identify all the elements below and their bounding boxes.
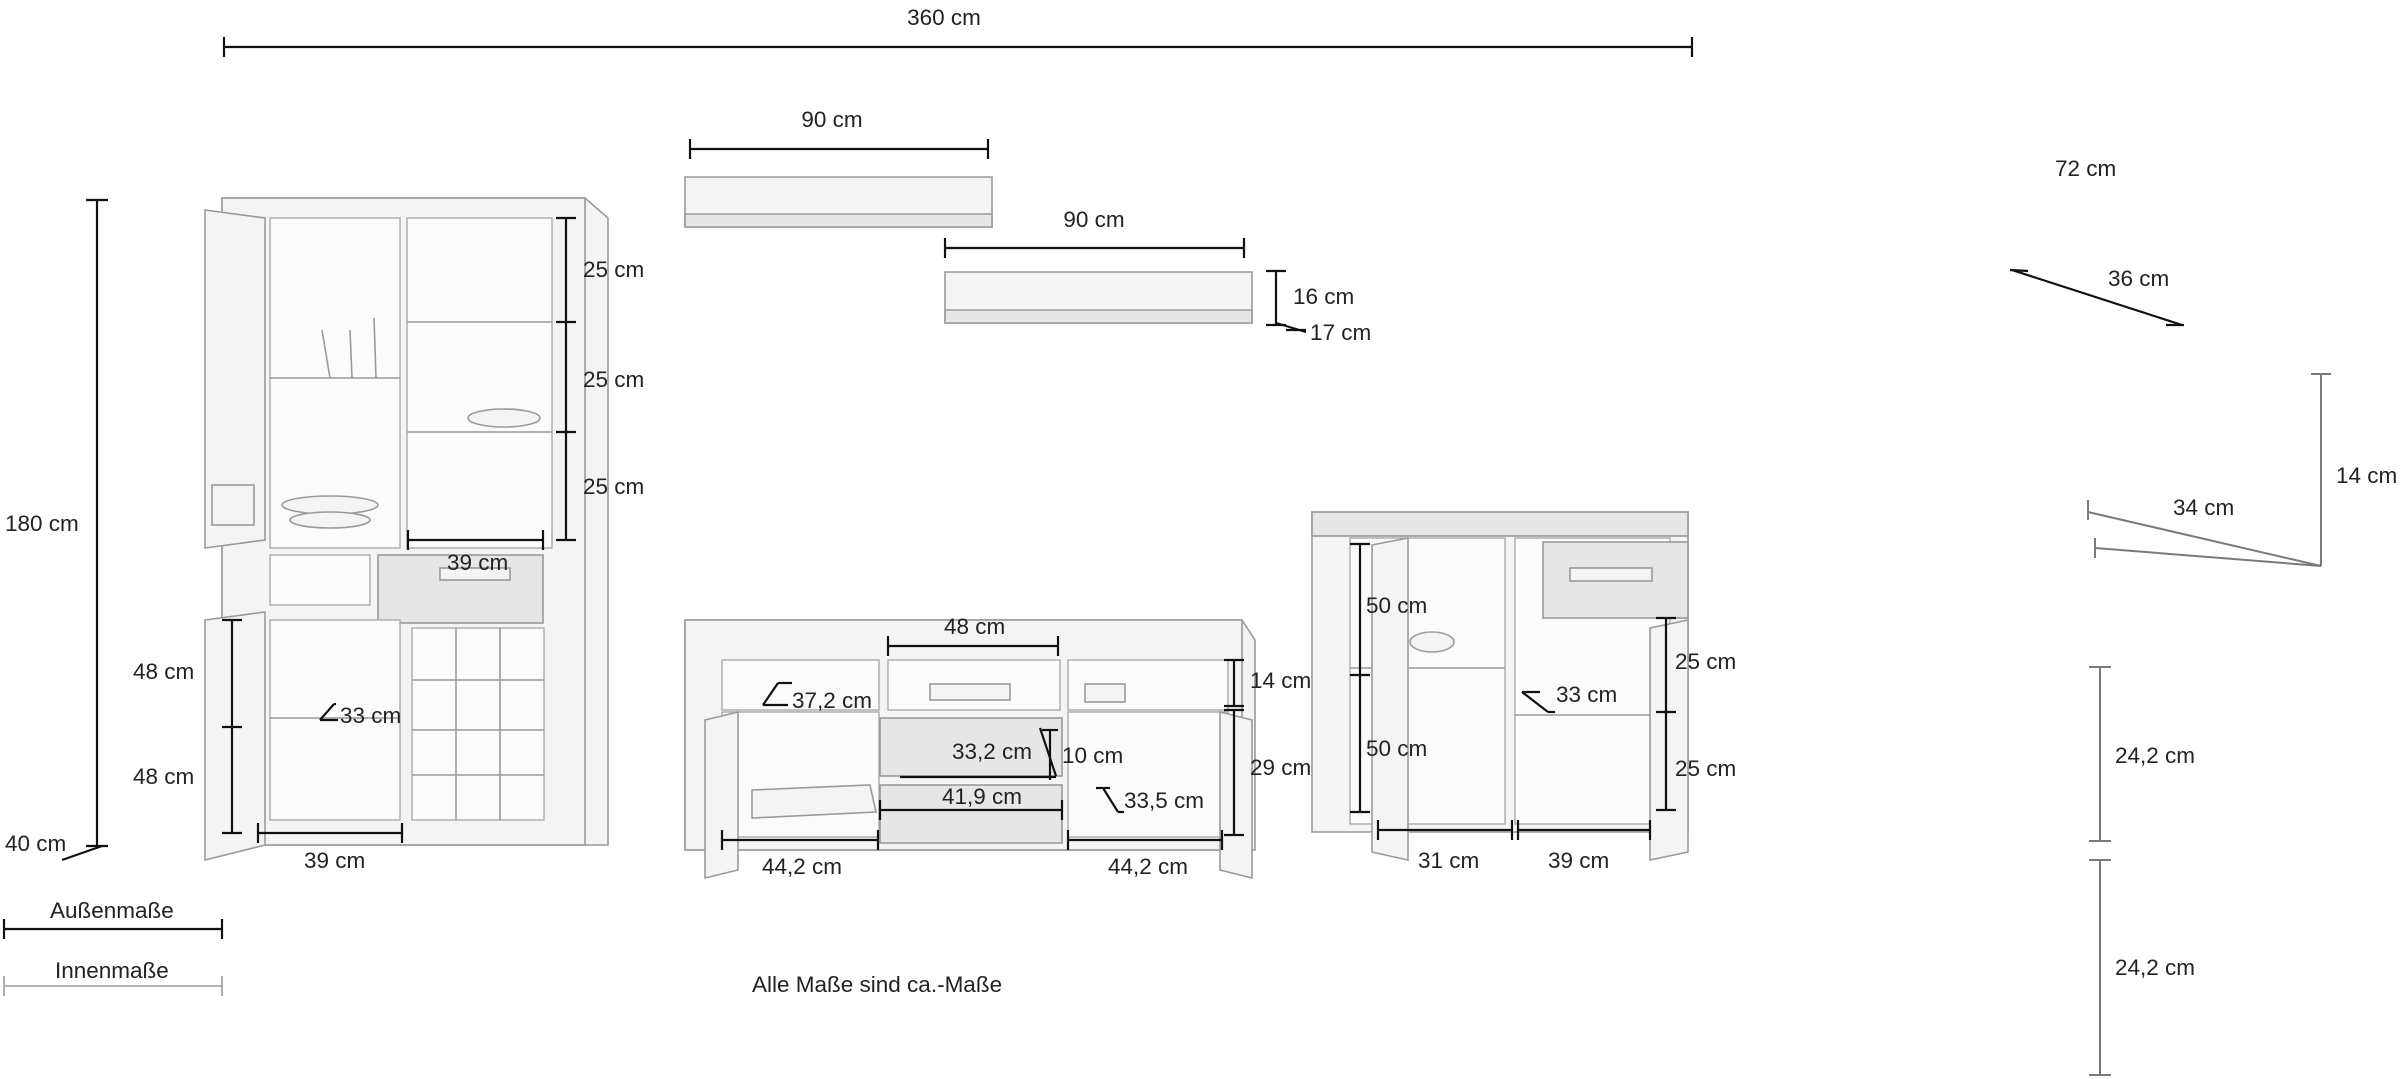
tv-top-width-label: 48 cm <box>944 614 1005 639</box>
highboard-shelf-2-label: 25 cm <box>583 367 644 392</box>
legend-inner-label: Innenmaße <box>55 958 169 983</box>
side-depth-top-label: 36 cm <box>2108 266 2169 291</box>
sideboard-right-height-1-label: 25 cm <box>1675 649 1736 674</box>
tv-right-depth-label: 33,5 cm <box>1124 788 1204 813</box>
side-height-2-label: 24,2 cm <box>2115 955 2195 980</box>
shelf-bottom-width-label: 90 cm <box>1063 207 1124 232</box>
total-width-label: 360 cm <box>907 5 981 30</box>
tv-left-width-label: 44,2 cm <box>762 854 842 879</box>
highboard-inner-depth-label: 33 cm <box>340 703 401 728</box>
tv-drawer-height-label: 10 cm <box>1062 743 1123 768</box>
highboard-shelf-3-label: 25 cm <box>583 474 644 499</box>
shelf-height-label: 16 cm <box>1293 284 1354 309</box>
highboard-illustration <box>204 197 609 862</box>
legend: Außenmaße Innenmaße <box>2 898 224 996</box>
side-height-middle-label: 14 cm <box>2336 463 2397 488</box>
tv-compartment-height-label: 14 cm <box>1250 668 1311 693</box>
shelf-depth-label: 17 cm <box>1310 320 1371 345</box>
side-height-1-label: 24,2 cm <box>2115 743 2195 768</box>
highboard-depth-label: 40 cm <box>5 831 66 856</box>
tv-cabinet-height-label: 29 cm <box>1250 755 1311 780</box>
sideboard-dimensions: 50 cm 50 cm 33 cm 25 cm 25 cm 31 cm 39 c… <box>1350 542 1736 873</box>
tv-inner-depth-label: 37,2 cm <box>792 688 872 713</box>
sideboard-inner-depth-label: 33 cm <box>1556 682 1617 707</box>
highboard-bottom-width-label: 39 cm <box>304 848 365 873</box>
side-width-label: 72 cm <box>2055 156 2116 181</box>
wall-shelves-dimensions: 90 cm 90 cm 16 cm 17 cm <box>688 107 1371 345</box>
sideboard-left-width-label: 31 cm <box>1418 848 1479 873</box>
sideboard-right-width-label: 39 cm <box>1548 848 1609 873</box>
highboard-lower-2-label: 48 cm <box>133 764 194 789</box>
highboard-drawer-width-label: 39 cm <box>447 550 508 575</box>
tv-drawer-depth-label: 33,2 cm <box>952 739 1032 764</box>
sideboard-left-height-2-label: 50 cm <box>1366 736 1427 761</box>
highboard-height-label: 180 cm <box>5 511 79 536</box>
side-depth-middle-label: 34 cm <box>2173 495 2234 520</box>
side-detail-dimensions: 72 cm 36 cm 34 cm 14 cm 24,2 cm 24,2 cm <box>2009 156 2397 1076</box>
sideboard-left-height-1-label: 50 cm <box>1366 593 1427 618</box>
sideboard-right-height-2-label: 25 cm <box>1675 756 1736 781</box>
tv-lowboard-illustration <box>684 619 1256 880</box>
sideboard-illustration <box>1311 511 1689 861</box>
highboard-lower-1-label: 48 cm <box>133 659 194 684</box>
legend-outer-label: Außenmaße <box>50 898 174 923</box>
total-width-dimension: 360 cm <box>222 5 1694 57</box>
approximate-measurements-note: Alle Maße sind ca.-Maße <box>752 972 1002 997</box>
highboard-shelf-1-label: 25 cm <box>583 257 644 282</box>
tv-right-width-label: 44,2 cm <box>1108 854 1188 879</box>
tv-lowboard-dimensions: 48 cm 37,2 cm 14 cm 33,2 cm 10 cm 29 cm … <box>720 614 1311 879</box>
tv-drawer-width-label: 41,9 cm <box>942 784 1022 809</box>
wall-shelves-illustration <box>684 176 1253 324</box>
highboard-dimensions: 180 cm 40 cm 25 cm 25 cm 25 cm 39 cm 48 … <box>5 198 644 873</box>
shelf-top-width-label: 90 cm <box>801 107 862 132</box>
